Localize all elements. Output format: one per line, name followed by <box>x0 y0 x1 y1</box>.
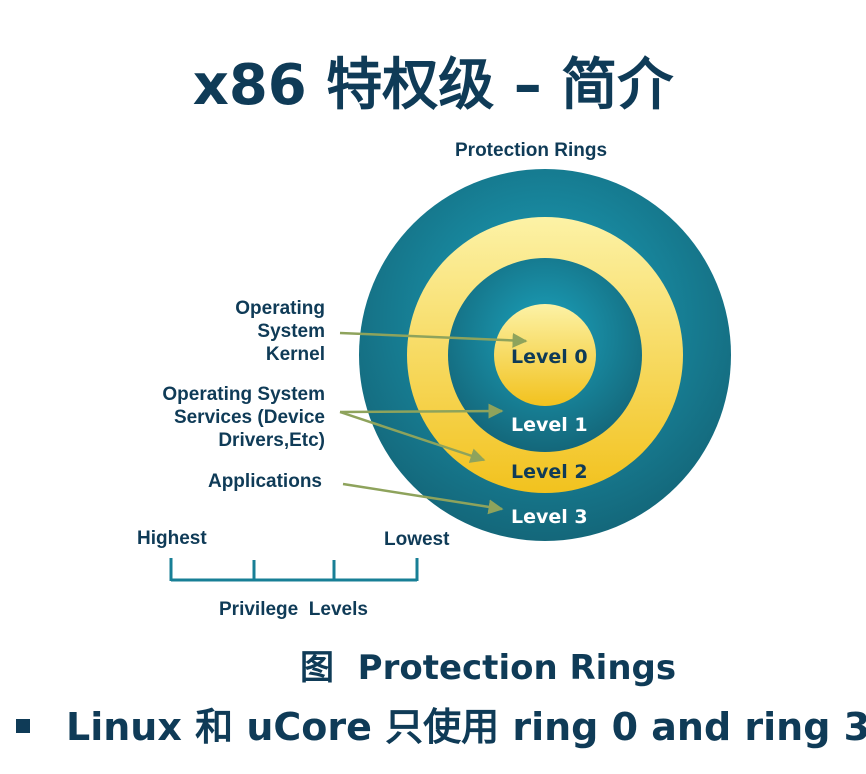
bullet-point: Linux 和 uCore 只使用 ring 0 and ring 3 <box>16 696 866 751</box>
level-0-label: Level 0 <box>511 346 588 368</box>
services-label: Operating System Services (Device Driver… <box>162 384 325 451</box>
figure-caption: 图 Protection Rings <box>300 648 677 688</box>
bullet-square-icon <box>16 718 30 733</box>
rings-heading: Protection Rings <box>455 140 608 161</box>
arrow-services-level2 <box>339 410 486 463</box>
applications-label: Applications <box>207 471 322 492</box>
arrow-services-level1 <box>339 403 504 419</box>
scale-caption: Privilege Levels <box>219 599 368 620</box>
level-1-label: Level 1 <box>511 414 588 436</box>
privilege-scale <box>169 558 419 582</box>
page-title: x86 特权级 – 简介 <box>192 53 674 118</box>
kernel-label: Operating System Kernel <box>235 298 325 365</box>
scale-lowest-label: Lowest <box>384 529 450 550</box>
bullet-text: Linux 和 uCore 只使用 ring 0 and ring 3 <box>66 705 866 749</box>
arrow-applications <box>342 482 504 515</box>
level-3-label: Level 3 <box>511 506 588 528</box>
level-2-label: Level 2 <box>511 461 588 483</box>
ring-level-0 <box>494 304 596 406</box>
arrow-kernel <box>339 331 528 348</box>
scale-highest-label: Highest <box>137 528 207 549</box>
